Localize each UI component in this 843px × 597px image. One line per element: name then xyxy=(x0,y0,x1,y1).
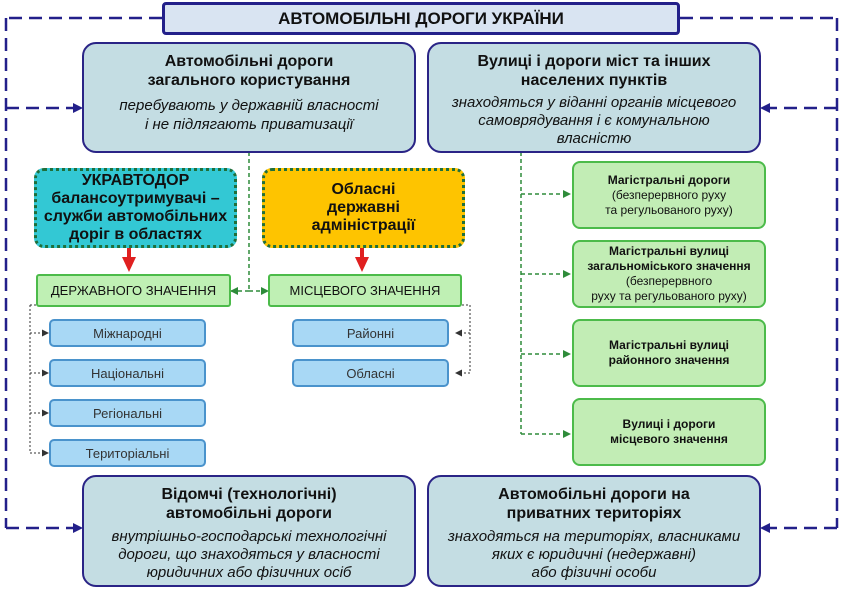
local-level-label: МІСЦЕВОГО ЗНАЧЕННЯ xyxy=(289,283,441,298)
general-roads-box: Автомобільні дороги загального користува… xyxy=(82,42,416,153)
road-type-district: Районні xyxy=(292,319,449,347)
general-roads-description: перебувають у державній власності і не п… xyxy=(119,97,379,133)
street-type-arterial-roads: Магістральні дороги (безперервного руху … xyxy=(572,161,766,229)
state-level-label: ДЕРЖАВНОГО ЗНАЧЕННЯ xyxy=(50,283,217,298)
departmental-roads-description: внутрішньо-господарські технологічні дор… xyxy=(111,528,387,581)
city-streets-heading: Вулиці і дороги міст та інших населених … xyxy=(477,53,711,89)
street-type-city-arterial-streets: Магістральні вулиці загальноміського зна… xyxy=(572,240,766,308)
private-roads-heading: Автомобільні дороги на приватних територ… xyxy=(498,486,690,522)
green-dashed-connectors xyxy=(230,152,571,438)
state-level-box: ДЕРЖАВНОГО ЗНАЧЕННЯ xyxy=(36,274,231,307)
navy-dashed-connectors xyxy=(4,16,839,533)
diagram-title: АВТОМОБІЛЬНІ ДОРОГИ УКРАЇНИ xyxy=(162,2,680,35)
street-type-local-streets: Вулиці і дороги місцевого значення xyxy=(572,398,766,466)
road-type-territorial: Територіальні xyxy=(49,439,206,467)
private-roads-description: знаходяться на територіях, власниками як… xyxy=(447,528,741,581)
departmental-roads-box: Відомчі (технологічні) автомобільні доро… xyxy=(82,475,416,587)
road-type-international: Міжнародні xyxy=(49,319,206,347)
diagram-title-text: АВТОМОБІЛЬНІ ДОРОГИ УКРАЇНИ xyxy=(278,8,564,28)
city-streets-box: Вулиці і дороги міст та інших населених … xyxy=(427,42,761,153)
street-type-district-arterial-streets: Магістральні вулиці районного значення xyxy=(572,319,766,387)
red-arrows xyxy=(122,248,369,272)
ukravtodor-box: УКРАВТОДОР балансоутримувачі – служби ав… xyxy=(34,168,237,248)
departmental-roads-heading: Відомчі (технологічні) автомобільні доро… xyxy=(161,486,337,522)
road-type-national: Національні xyxy=(49,359,206,387)
general-roads-heading: Автомобільні дороги загального користува… xyxy=(147,53,351,89)
local-level-box: МІСЦЕВОГО ЗНАЧЕННЯ xyxy=(268,274,462,307)
oblast-admin-box: Обласні державні адміністрації xyxy=(262,168,465,248)
road-type-oblast: Обласні xyxy=(292,359,449,387)
road-type-regional: Регіональні xyxy=(49,399,206,427)
city-streets-description: знаходяться у віданні органів місцевого … xyxy=(451,94,737,147)
dark-dotted-connectors xyxy=(29,304,471,457)
private-roads-box: Автомобільні дороги на приватних територ… xyxy=(427,475,761,587)
